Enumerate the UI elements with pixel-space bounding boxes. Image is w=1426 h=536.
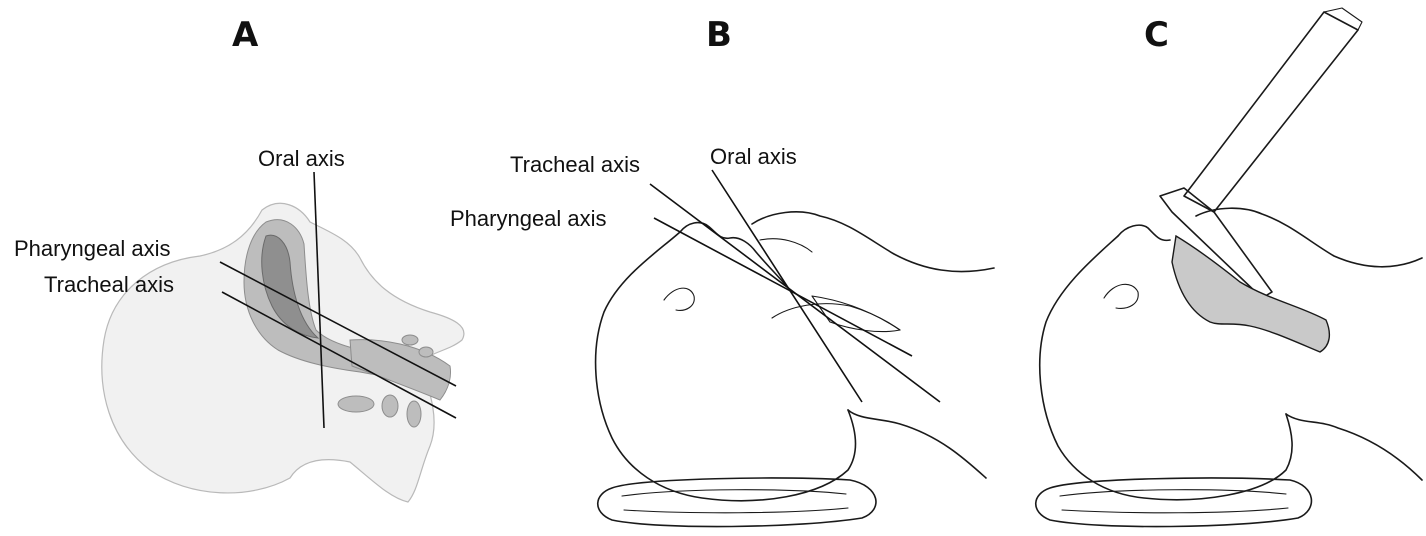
panel-b-oral-axis-line xyxy=(712,170,862,402)
panel-c-neck xyxy=(1286,414,1422,480)
panel-b-hand xyxy=(752,212,994,272)
panel-b-pharyngeal-axis-label: Pharyngeal axis xyxy=(450,206,607,231)
panel-a-tracheal-axis-label: Tracheal axis xyxy=(44,272,174,297)
panel-c-pillow-fold xyxy=(1060,490,1288,513)
panel-c-laryngoscope-handle xyxy=(1184,12,1358,212)
panel-c-face-profile xyxy=(1118,225,1170,240)
panel-a-pharyngeal-axis-label: Pharyngeal axis xyxy=(14,236,171,261)
panel-b-face-profile xyxy=(680,223,790,290)
panel-a-hyoid xyxy=(402,335,418,345)
panel-a-letter: A xyxy=(232,15,259,55)
panel-a-vertebra-2 xyxy=(382,395,398,417)
panel-b-pharyngeal-axis-line xyxy=(654,218,912,356)
panel-c-airway-tissue xyxy=(1172,236,1329,352)
panel-c-pillow xyxy=(1036,478,1312,527)
panel-b-pillow xyxy=(598,478,876,527)
panel-b-ear xyxy=(664,288,694,310)
panel-a: A Oral axis Pharyngeal axis Tracheal axi… xyxy=(14,15,464,502)
panel-c-head xyxy=(1040,236,1292,500)
panel-b-tracheal-axis-label: Tracheal axis xyxy=(510,152,640,177)
panel-b-fingers xyxy=(760,239,900,330)
panel-a-oral-axis-label: Oral axis xyxy=(258,146,345,171)
panel-c: C xyxy=(1036,8,1422,527)
panel-a-vertebra-1 xyxy=(338,396,374,412)
panel-c-letter: C xyxy=(1144,15,1169,55)
panel-c-hand xyxy=(1196,208,1422,267)
panel-c-ear xyxy=(1104,284,1138,308)
panel-a-vertebra-3 xyxy=(407,401,421,427)
panel-b-head xyxy=(596,232,856,501)
panel-b-neck xyxy=(848,410,986,478)
panel-b: B Tracheal axis Oral axis Pharyngeal axi… xyxy=(450,15,994,527)
panel-b-oral-axis-label: Oral axis xyxy=(710,144,797,169)
panel-b-letter: B xyxy=(706,15,732,55)
panel-a-cartilage xyxy=(419,347,433,357)
panel-c-handle-cap xyxy=(1324,8,1362,30)
